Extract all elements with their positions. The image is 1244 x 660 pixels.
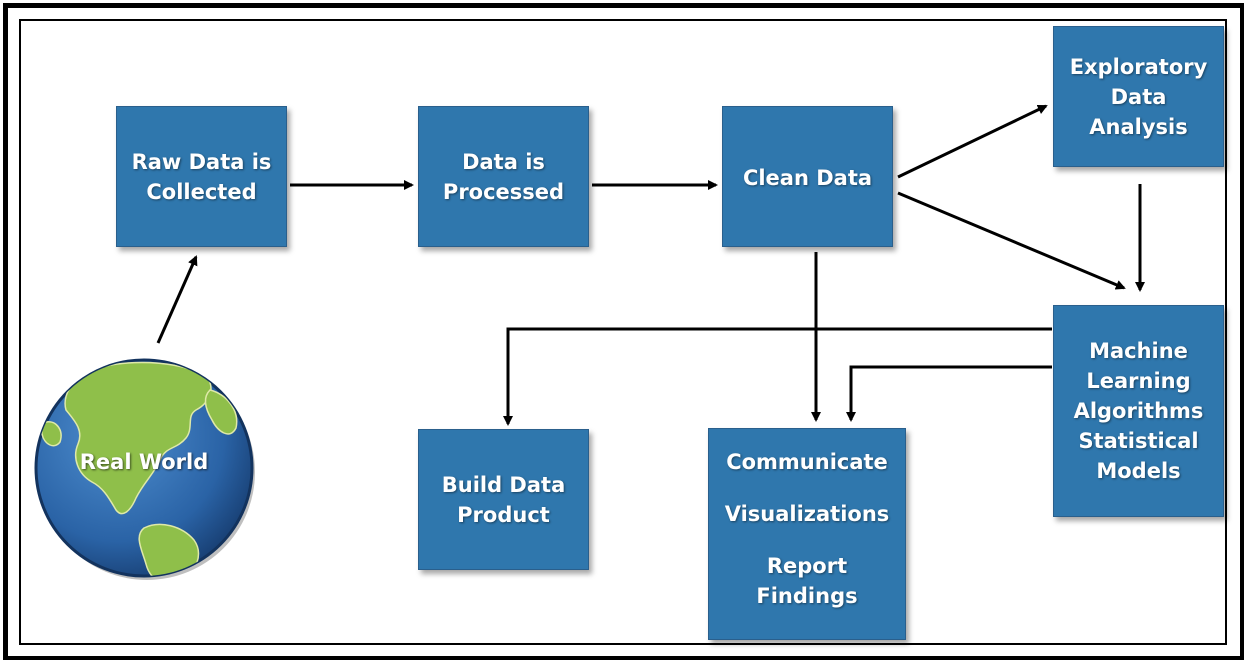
globe-icon	[34, 358, 255, 580]
globe: Real World	[26, 350, 262, 586]
eda-box: Exploratory Data Analysis	[1053, 26, 1224, 167]
report-label: Report Findings	[756, 554, 858, 608]
communicate-box: Communicate Visualizations Report Findin…	[708, 428, 906, 640]
processed-box: Data is Processed	[418, 106, 589, 247]
arrow-ml-to-build	[503, 327, 1052, 426]
clean-data-box: Clean Data	[722, 106, 893, 247]
arrow-ml-to-communicate	[846, 365, 1052, 422]
arrow-clean-to-eda	[897, 104, 1048, 179]
ml-box: Machine Learning Algorithms Statistical …	[1053, 305, 1224, 517]
outer-frame	[3, 3, 1244, 660]
arrow-globe-to-raw	[156, 255, 198, 344]
ml-label: Machine Learning Algorithms Statistical …	[1073, 339, 1204, 483]
arrow-clean-to-ml	[897, 191, 1126, 290]
processed-label: Data is Processed	[442, 149, 565, 204]
raw-data-box: Raw Data is Collected	[116, 106, 287, 247]
visualizations-label: Visualizations	[724, 502, 890, 526]
inner-frame	[19, 19, 1227, 645]
clean-data-label: Clean Data	[742, 166, 873, 190]
raw-data-label: Raw Data is Collected	[131, 149, 272, 204]
communicate-label: Communicate	[726, 450, 888, 474]
build-product-box: Build Data Product	[418, 429, 589, 570]
real-world-label: Real World	[79, 450, 209, 474]
eda-label: Exploratory Data Analysis	[1069, 54, 1208, 139]
build-product-label: Build Data Product	[441, 473, 566, 527]
